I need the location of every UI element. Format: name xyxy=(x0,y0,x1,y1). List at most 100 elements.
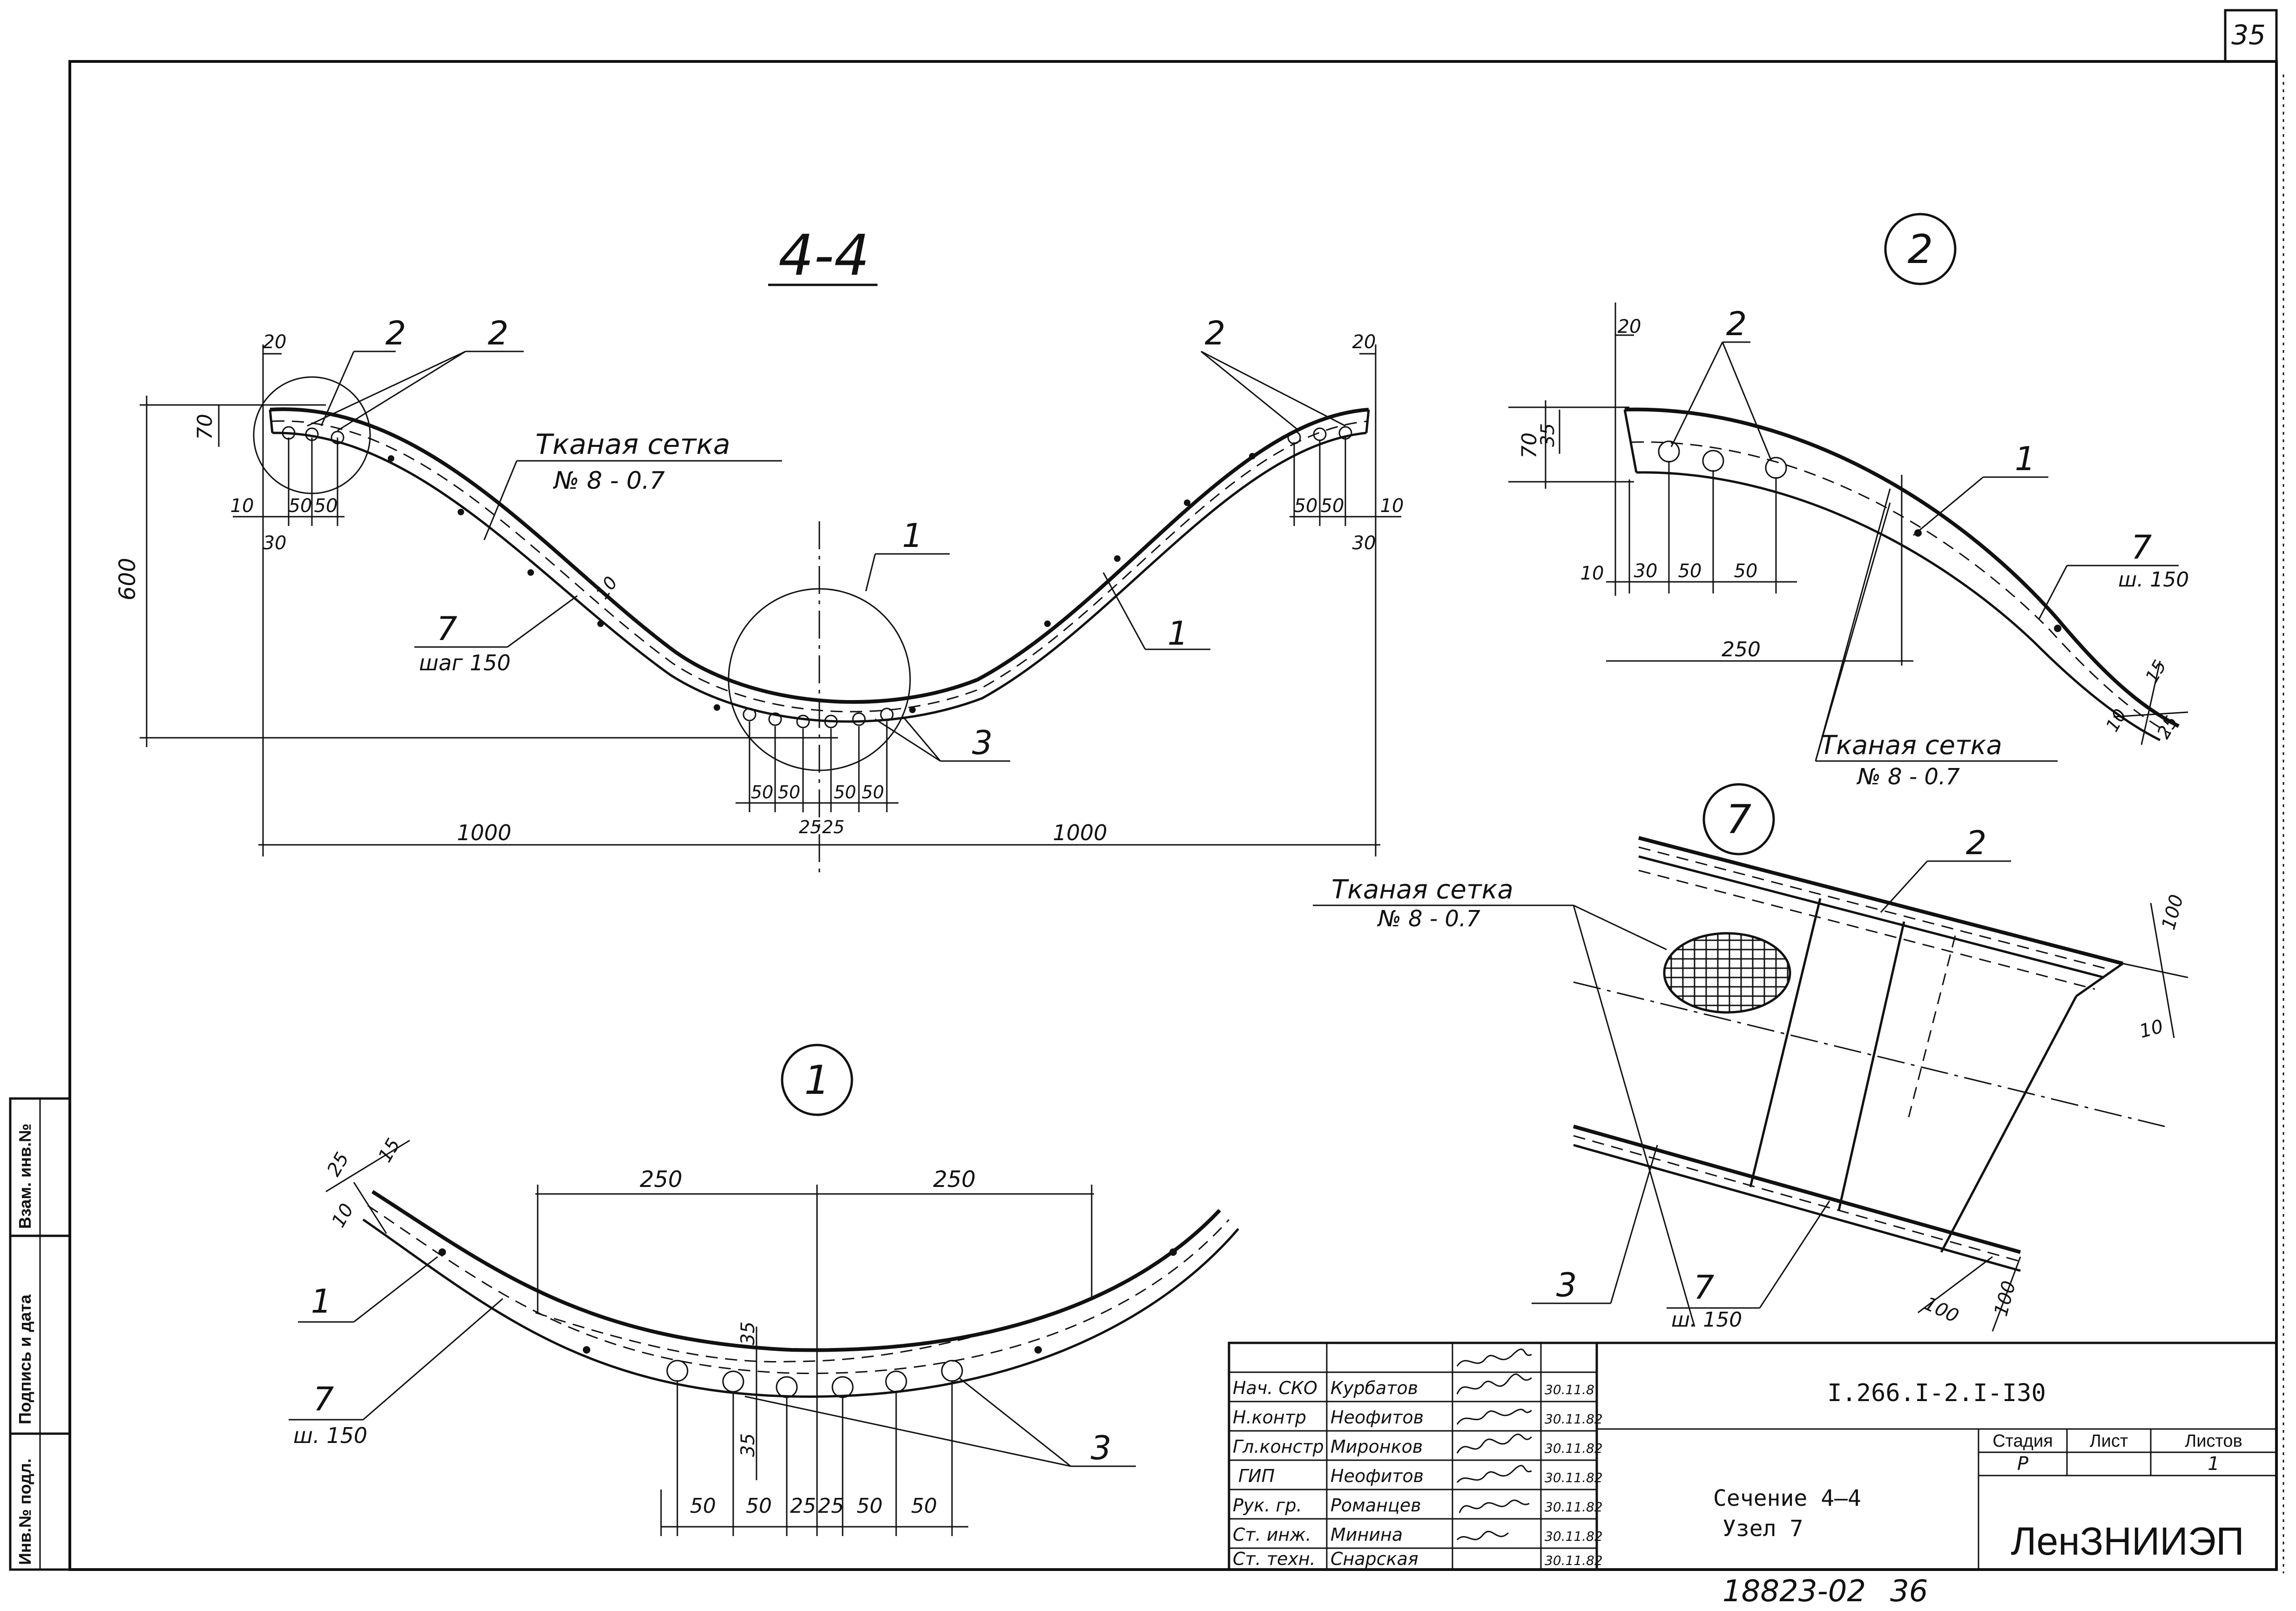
dimensions-4-4: 600 70 1000 1000 20 20 10 30 50 50 xyxy=(115,331,1404,856)
sheet-header: Лист xyxy=(2090,1431,2128,1451)
role-6: Ст. инж. xyxy=(1233,1524,1311,1545)
name-6: Минина xyxy=(1330,1524,1403,1545)
dim-30-right: 30 xyxy=(1352,533,1376,554)
organization-name: ЛенЗНИИЭП xyxy=(2011,1519,2244,1563)
node-2-marker: 2 xyxy=(1908,226,1933,273)
name-2: Неофитов xyxy=(1330,1407,1424,1428)
callouts-4-4: 2 2 2 Тканая сетка № 8 - 0.7 1 1 3 xyxy=(307,314,1346,762)
mesh-label: Тканая сетка xyxy=(535,428,730,461)
sheet-frame: 35 xyxy=(68,9,2284,1573)
dim-1000-left: 1000 xyxy=(457,820,511,845)
name-7: Снарская xyxy=(1330,1549,1418,1569)
callout-1-detail: 1 xyxy=(902,517,923,555)
node-1-dim-250-right: 250 xyxy=(933,1166,976,1193)
node-7-callout-2: 2 xyxy=(1966,824,1987,862)
date-6: 30.11.82 xyxy=(1545,1529,1603,1544)
node-2-callout-2: 2 xyxy=(1726,305,1747,343)
shell-profile-inner xyxy=(272,431,1367,723)
node-1-dim-b4: 25 xyxy=(818,1494,844,1518)
dim-50-1: 50 xyxy=(751,782,773,802)
dim-1000-right: 1000 xyxy=(1053,820,1107,845)
side-stamp: Инв.№ подл. Подпись и дата Взам. инв.№ xyxy=(9,1097,71,1571)
date-1: 30.11.8 xyxy=(1545,1382,1594,1397)
node-2-callout-7: 7 xyxy=(2131,528,2152,566)
node-7-mesh-spec: № 8 - 0.7 xyxy=(1377,906,1480,932)
node-2-dim-10: 10 xyxy=(1580,563,1604,584)
node-1-dim-15: 15 xyxy=(374,1135,405,1166)
dim-30-left: 30 xyxy=(263,533,287,554)
sheet-name-line-2: Узел 7 xyxy=(1722,1516,1803,1542)
name-3: Миронков xyxy=(1330,1436,1423,1457)
shell-profile-outer xyxy=(270,407,1369,704)
node-2-dim-30: 30 xyxy=(1634,560,1658,582)
role-2: Н.контр xyxy=(1233,1407,1306,1428)
node-1-step-label: ш. 150 xyxy=(293,1423,367,1448)
node-2-callout-1: 1 xyxy=(2015,440,2036,478)
date-7: 30.11.82 xyxy=(1545,1553,1603,1568)
node-1-dim-b2: 50 xyxy=(746,1494,772,1518)
node-1-dim-10: 10 xyxy=(328,1200,358,1231)
node-7-callout-3: 3 xyxy=(1556,1266,1577,1304)
footer-sheet-number: 36 xyxy=(1890,1574,1928,1609)
stage-header: Стадия xyxy=(1992,1431,2053,1451)
node-2: 2 70 35 20 10 30 50 50 250 15 10 xyxy=(1508,213,2189,790)
node-7-dim-10: 10 xyxy=(2137,1016,2166,1043)
step-150-label: шаг 150 xyxy=(419,650,511,675)
page-number: 35 xyxy=(2231,19,2266,51)
node-7-marker: 7 xyxy=(1726,796,1752,843)
callout-2-detail: 2 xyxy=(385,314,406,352)
callout-1-shell: 1 xyxy=(1168,614,1189,653)
node-7-step-label: ш. 150 xyxy=(1671,1308,1742,1332)
dim-10-right: 10 xyxy=(1380,495,1404,517)
node-7-callout-7: 7 xyxy=(1694,1268,1715,1307)
node-2-dim-10b: 10 xyxy=(2102,706,2131,735)
node-1-dim-b6: 50 xyxy=(911,1494,937,1518)
node-2-mesh-label: Тканая сетка xyxy=(1820,730,2002,761)
node-1-marker: 1 xyxy=(804,1057,830,1104)
role-3: Гл.констр xyxy=(1233,1436,1324,1457)
sheets-value: 1 xyxy=(2208,1453,2219,1475)
node-7-dim-100-top: 100 xyxy=(2158,892,2188,932)
side-stamp-cell-inv: Инв.№ подл. xyxy=(15,1458,34,1565)
node-2-dim-250: 250 xyxy=(1722,638,1761,661)
sheet-name-line-1: Сечение 4–4 xyxy=(1713,1485,1861,1511)
node-1-dim-b3: 25 xyxy=(790,1494,816,1518)
node-1-dim-b1: 50 xyxy=(690,1494,716,1518)
node-1-callout-7: 7 xyxy=(313,1380,334,1418)
node-2-dim-70: 70 xyxy=(1518,432,1541,458)
doc-code: I.266.I-2.I-I30 xyxy=(1827,1379,2046,1407)
node-1-dim-b5: 50 xyxy=(857,1494,883,1518)
dim-10-left: 10 xyxy=(230,495,254,517)
mesh-line xyxy=(272,420,1368,713)
dim-50b-left: 50 xyxy=(314,495,338,517)
date-3: 30.11.82 xyxy=(1545,1441,1603,1456)
side-stamp-cell-sign: Подпись и дата xyxy=(15,1294,34,1424)
dim-600: 600 xyxy=(115,558,141,600)
node-2-dim-50a: 50 xyxy=(1678,560,1702,582)
dim-20-right: 20 xyxy=(1352,331,1376,353)
dim-25-1: 25 xyxy=(799,817,821,837)
callout-7: 7 xyxy=(437,610,458,648)
dim-20-left: 20 xyxy=(263,331,287,353)
node-2-dim-35: 35 xyxy=(1537,423,1559,447)
dim-50b-right: 50 xyxy=(1321,495,1344,517)
dim-25-2: 25 xyxy=(822,817,844,837)
role-1: Нач. СКО xyxy=(1233,1378,1317,1398)
dim-70: 70 xyxy=(193,414,217,440)
footer-archive-number: 18823-02 xyxy=(1722,1574,1866,1609)
section-4-4: 4-4 xyxy=(115,223,1404,875)
dim-50-2: 50 xyxy=(778,782,800,802)
node-1: 1 250 250 25 15 10 35 35 xyxy=(289,1044,1239,1536)
date-2: 30.11.82 xyxy=(1545,1411,1603,1427)
role-7: Ст. техн. xyxy=(1233,1549,1316,1569)
mesh-sample xyxy=(1663,932,1791,1014)
dim-50a-right: 50 xyxy=(1294,495,1318,517)
name-4: Неофитов xyxy=(1330,1466,1424,1486)
dim-50-3: 50 xyxy=(834,782,856,802)
node-2-mesh-spec: № 8 - 0.7 xyxy=(1856,764,1960,790)
section-4-4-title: 4-4 xyxy=(778,223,870,288)
title-block: I.266.I-2.I-I30 Нач. СКО Курбатов 30.11.… xyxy=(1228,1341,2278,1571)
sheets-header: Листов xyxy=(2185,1431,2242,1451)
role-4: ГИП xyxy=(1238,1466,1275,1486)
